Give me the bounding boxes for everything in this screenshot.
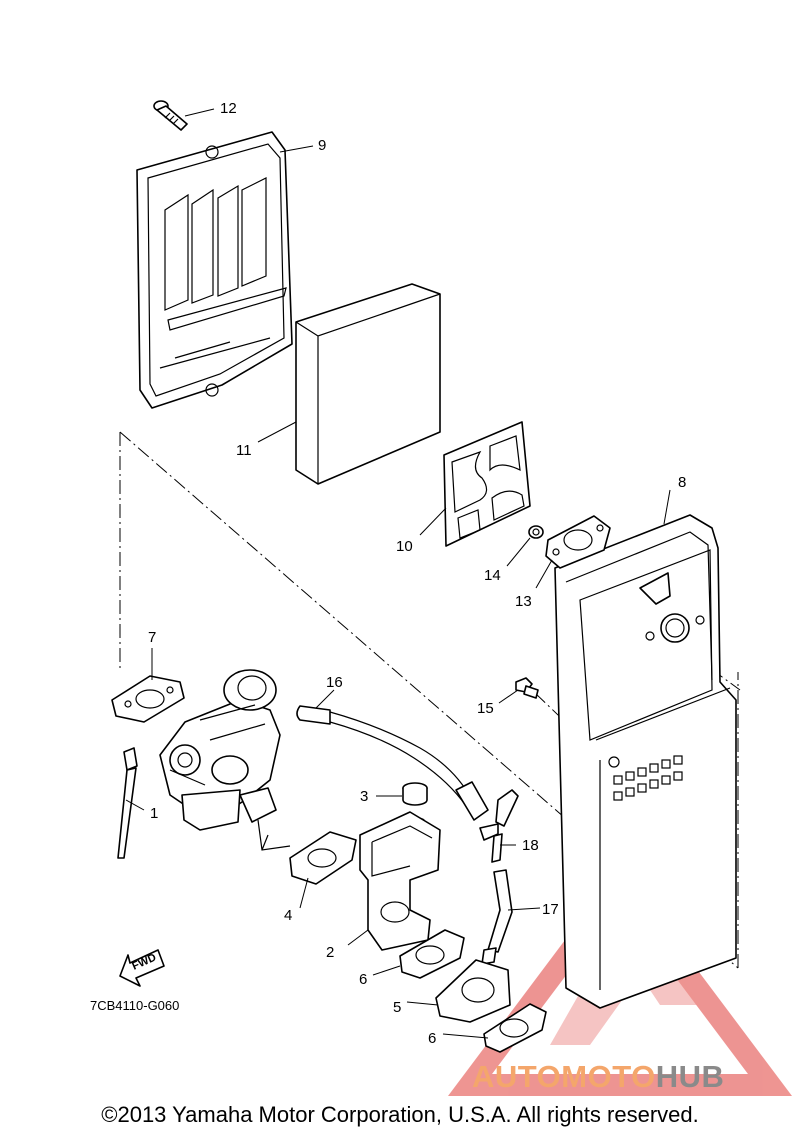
callout-18: 18	[522, 837, 539, 854]
callout-16: 16	[326, 674, 343, 691]
callout-6-upper: 6	[359, 971, 367, 988]
hose-17[interactable]	[481, 869, 513, 965]
callout-4: 4	[284, 907, 292, 924]
bolt-15[interactable]	[515, 677, 539, 699]
callout-7: 7	[148, 629, 156, 646]
callout-5: 5	[393, 999, 401, 1016]
callout-8: 8	[678, 474, 686, 491]
intake-manifold-5[interactable]	[435, 959, 511, 1023]
hose-16[interactable]	[296, 705, 489, 821]
callout-11: 11	[236, 442, 252, 459]
callout-labels: 12 9 11 10 8 13 14 15 7 16 1 3 4 2 6 5 6…	[148, 100, 686, 1047]
callout-1: 1	[150, 805, 158, 822]
callout-12: 12	[220, 100, 237, 117]
callout-15: 15	[477, 700, 494, 717]
forward-direction-arrow: FWD	[119, 949, 165, 987]
cable-tie-1[interactable]	[117, 747, 138, 859]
air-cleaner-cover-9[interactable]	[136, 131, 293, 409]
copyright-notice: ©2013 Yamaha Motor Corporation, U.S.A. A…	[101, 1102, 699, 1127]
gasket-6-upper[interactable]	[399, 929, 465, 979]
gasket-10[interactable]	[443, 421, 531, 547]
automotohub-wordmark: AUTOMOTOHUB	[472, 1059, 724, 1094]
gasket-4[interactable]	[289, 831, 357, 885]
air-filter-element-11[interactable]	[295, 283, 441, 485]
callout-6-lower: 6	[428, 1030, 436, 1047]
callout-13: 13	[515, 593, 532, 610]
bolt-12[interactable]	[153, 100, 188, 131]
air-cleaner-case-8[interactable]	[554, 514, 737, 1009]
leader-lines	[125, 108, 671, 1039]
callout-9: 9	[318, 137, 326, 154]
callout-14: 14	[484, 567, 501, 584]
diagram-code: 7CB4110-G060	[90, 998, 179, 1013]
insulator-2[interactable]	[359, 811, 441, 951]
nut-14[interactable]	[528, 525, 544, 539]
gasket-13[interactable]	[545, 515, 611, 569]
gasket-7[interactable]	[111, 675, 185, 723]
joint-18[interactable]	[479, 789, 519, 863]
carburetor-assembly[interactable]	[159, 669, 291, 851]
callout-10: 10	[396, 538, 413, 555]
svg-text:AUTOMOTOHUB: AUTOMOTOHUB	[472, 1059, 724, 1094]
callout-2: 2	[326, 944, 334, 961]
gasket-6-lower[interactable]	[483, 1003, 547, 1053]
callout-17: 17	[542, 901, 559, 918]
callout-3: 3	[360, 788, 368, 805]
